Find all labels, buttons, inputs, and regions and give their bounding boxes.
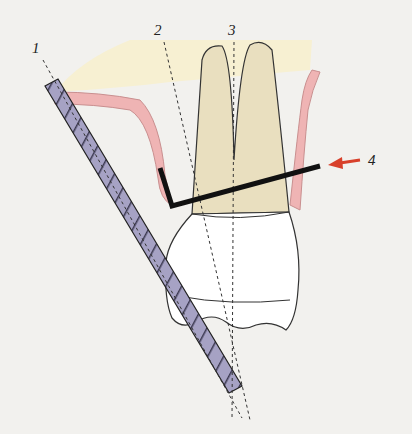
image-receptor xyxy=(45,79,242,393)
tooth-axis-line xyxy=(232,42,234,420)
callout-number: 1 xyxy=(30,40,42,57)
receptor-plane-line xyxy=(43,60,242,418)
beam-arrow xyxy=(340,160,360,163)
callout-number: 4 xyxy=(366,152,378,169)
callout-number: 3 xyxy=(226,22,238,39)
callout-number: 2 xyxy=(152,22,164,39)
central-ray-bar xyxy=(160,166,320,206)
beam-arrowhead xyxy=(328,157,343,169)
cusp-line xyxy=(178,296,290,302)
gingiva xyxy=(290,70,320,210)
bisector-line xyxy=(164,42,250,420)
cej-line xyxy=(192,212,289,218)
